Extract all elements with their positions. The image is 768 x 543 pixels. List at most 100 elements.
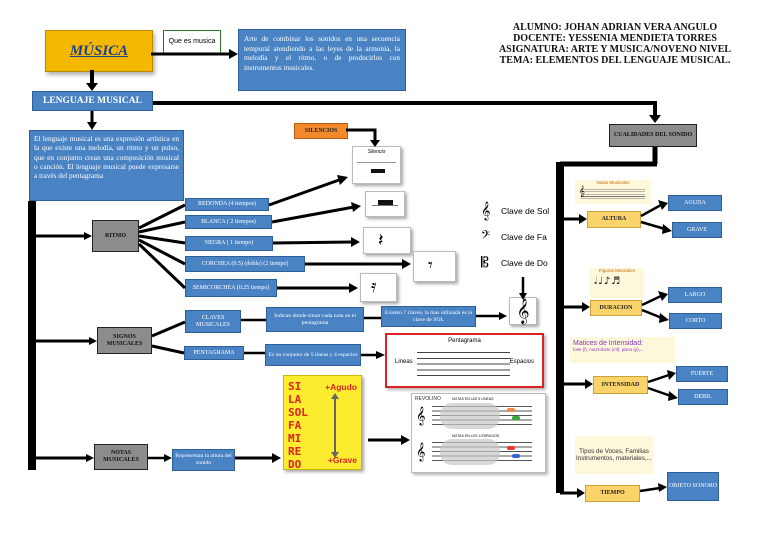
clave-fa-label: Clave de Fa — [501, 232, 547, 242]
notas-box: NOTAS MUSICALES — [94, 444, 148, 470]
header-info: ALUMNO: JOHAN ADRIAN VERA ANGULO DOCENTE… — [470, 22, 760, 66]
lenguaje-musical-title: LENGUAJE MUSICAL — [43, 96, 142, 106]
negra-rest-image: 𝄽 — [363, 227, 411, 254]
cualidades-box: CUALIDADES DEL SONIDO — [609, 124, 697, 147]
redonda-rest-image — [365, 191, 405, 217]
tiempo-image: Tipos de Voces, Familias Instrumentos, m… — [575, 436, 653, 474]
figure-semicorchea: SEMICORCHEA (0.25 tiempo) — [185, 279, 277, 297]
grave-label: +Grave — [327, 455, 357, 465]
duracion-label: DURACION — [599, 304, 633, 311]
agudo-label: +Agudo — [325, 382, 357, 392]
aguda-label: AGUDA — [684, 199, 706, 206]
que-es-musica-box: Que es musica — [163, 30, 221, 54]
tiempo-label: TIEMPO — [600, 490, 625, 496]
pentagrama-desc: Es un conjunto de 5 lineas y 4 espacios — [268, 351, 358, 358]
intensidad-image-sub: forte (f), mezzoforte (mf), piano (p),..… — [573, 347, 644, 352]
solfa-si: SI — [288, 380, 302, 393]
clave-fa-icon: 𝄢 — [481, 229, 491, 245]
objeto-sonoro-label: OBJETO SONORO — [668, 483, 718, 489]
cualidades-title: CUALIDADES DEL SONIDO — [613, 132, 693, 138]
clave-do-icon: 𝄡 — [481, 255, 489, 271]
figure-semicorchea-label: SEMICORCHEA (0.25 tiempo) — [192, 284, 270, 291]
figure-negra: NEGRA ( 1 tiempo) — [185, 236, 273, 251]
tiempo-box: TIEMPO — [585, 485, 640, 502]
pentagrama-image: Pentagrama Lineas Espacios — [385, 333, 544, 388]
notas-desc-box: Representan la altura del sonido — [172, 449, 235, 471]
musica-definition: Arte de combinar los sonidos en una secu… — [244, 34, 400, 72]
pentagrama-box: PENTAGRAMA — [184, 346, 244, 360]
claves-detail: Existen 7 claves, la mas utilizada es la… — [384, 309, 473, 323]
grave-option-label: GRAVE — [687, 226, 707, 233]
ritmo-label: RITMO — [105, 232, 126, 239]
hands-brand: REVOLINO — [415, 396, 441, 402]
notas-desc: Representan la altura del sonido — [175, 453, 232, 466]
clave-do-label: Clave de Do — [501, 258, 548, 268]
intensidad-image-caption: Matices de Intensidad: — [573, 340, 644, 347]
pentagrama-image-title: Pentagrama — [448, 338, 481, 344]
teacher-name: DOCENTE: YESSENIA MENDIETA TORRES — [513, 33, 717, 44]
notas-label: NOTAS MUSICALES — [103, 450, 139, 463]
espacios-label: Espacios — [509, 359, 534, 365]
clave-sol-icon: 𝄞 — [481, 201, 491, 220]
aguda-box: AGUDA — [668, 195, 722, 211]
lenguaje-definition-box: El lenguaje musical es una expresión art… — [29, 130, 184, 201]
figure-redonda: REDONDA (4 tiempos) — [185, 198, 269, 211]
solfa-mi: MI — [288, 432, 302, 445]
semicorchea-rest-image: 𝄿 — [360, 273, 397, 302]
pentagrama-label: PENTAGRAMA — [193, 349, 235, 356]
figure-blanca: BLANCA ( 2 tiempos) — [185, 215, 272, 229]
altura-label: ALTURA — [601, 216, 627, 222]
fuerte-label: FUERTE — [690, 370, 714, 377]
clave-sol-row: 𝄞 Clave de Sol — [481, 198, 561, 224]
tiempo-image-caption: Tipos de Voces, Familias Instrumentos, m… — [576, 447, 652, 463]
musica-title-box: MÚSICA — [45, 30, 153, 72]
figure-negra-label: NEGRA ( 1 tiempo) — [204, 240, 254, 246]
solfa-image: SI LA SOL FA MI RE DO +Agudo +Grave — [283, 375, 362, 471]
claves-desc-box: Indican donde situar cada nota en el pen… — [266, 307, 364, 332]
fuerte-box: FUERTE — [676, 366, 728, 382]
silencios-box: SILENCIOS — [294, 123, 348, 139]
largo-box: LARGO — [668, 287, 722, 303]
treble-clef-icon: 𝄞 — [516, 298, 530, 324]
silencios-label: SILENCIOS — [304, 127, 338, 134]
solfa-do: DO — [288, 458, 302, 471]
lenguaje-musical-box: LENGUAJE MUSICAL — [32, 91, 153, 111]
lineas-label: Lineas — [395, 359, 413, 365]
debil-label: DEBIL — [694, 393, 712, 400]
solfa-fa: FA — [288, 419, 302, 432]
duracion-image-caption: Figuras Musicales — [598, 268, 636, 273]
clave-fa-row: 𝄢 Clave de Fa — [481, 224, 561, 250]
claves-detail-box: Existen 7 claves, la mas utilizada es la… — [381, 306, 476, 327]
debil-box: DEBIL — [678, 389, 728, 405]
figure-corchea-label: CORCHEA (0.5) (doble) (2 tiempo) — [201, 260, 289, 267]
hands-caption-bottom: NOTAS EN LOS 4 ESPACIOS — [452, 434, 500, 438]
solfa-sol: SOL — [288, 406, 308, 419]
lenguaje-definition: El lenguaje musical es una expresión art… — [34, 134, 179, 181]
claves-label: CLAVES MUSICALES — [195, 314, 230, 328]
figure-blanca-label: BLANCA ( 2 tiempos) — [201, 218, 256, 225]
ritmo-box: RITMO — [92, 220, 139, 252]
intensidad-box: INTENSIDAD — [593, 376, 648, 394]
figure-redonda-label: REDONDA (4 tiempos) — [198, 201, 256, 207]
clave-do-row: 𝄡 Clave de Do — [481, 250, 561, 276]
solfa-list: SI LA SOL FA MI RE DO — [288, 380, 308, 471]
student-name: ALUMNO: JOHAN ADRIAN VERA ANGULO — [512, 22, 718, 33]
duracion-box: DURACION — [590, 300, 642, 316]
altura-box: ALTURA — [587, 211, 641, 228]
hands-notes-image: REVOLINO NOTAS EN LAS 5 LINEAS 𝄞 NOTAS E… — [411, 393, 546, 473]
pentagrama-desc-box: Es un conjunto de 5 lineas y 4 espacios — [265, 344, 361, 366]
intensidad-image: Matices de Intensidad: forte (f), mezzof… — [570, 337, 675, 363]
topic-name: TEMA: ELEMENTOS DEL LENGUAJE MUSICAL. — [499, 55, 731, 66]
grave-box: GRAVE — [672, 222, 722, 238]
largo-label: LARGO — [684, 291, 706, 298]
claves-box: CLAVES MUSICALES — [185, 310, 241, 333]
claves-list: 𝄞 Clave de Sol 𝄢 Clave de Fa 𝄡 Clave de … — [481, 198, 561, 276]
altura-image: Notas Musicales 𝄞 — [575, 180, 651, 204]
clave-sol-image: 𝄞 — [509, 297, 537, 325]
figure-corchea: CORCHEA (0.5) (doble) (2 tiempo) — [185, 256, 305, 272]
duracion-image: Figuras Musicales 𝅗𝅥♩♪♬ — [590, 268, 644, 298]
subject-name: ASIGNATURA: ARTE Y MUSICA/NOVENO NIVEL — [498, 44, 732, 55]
corto-box: CORTO — [669, 313, 722, 329]
signos-box: SIGNOS MUSICALES — [97, 327, 152, 354]
objeto-sonoro-box: OBJETO SONORO — [667, 472, 719, 501]
